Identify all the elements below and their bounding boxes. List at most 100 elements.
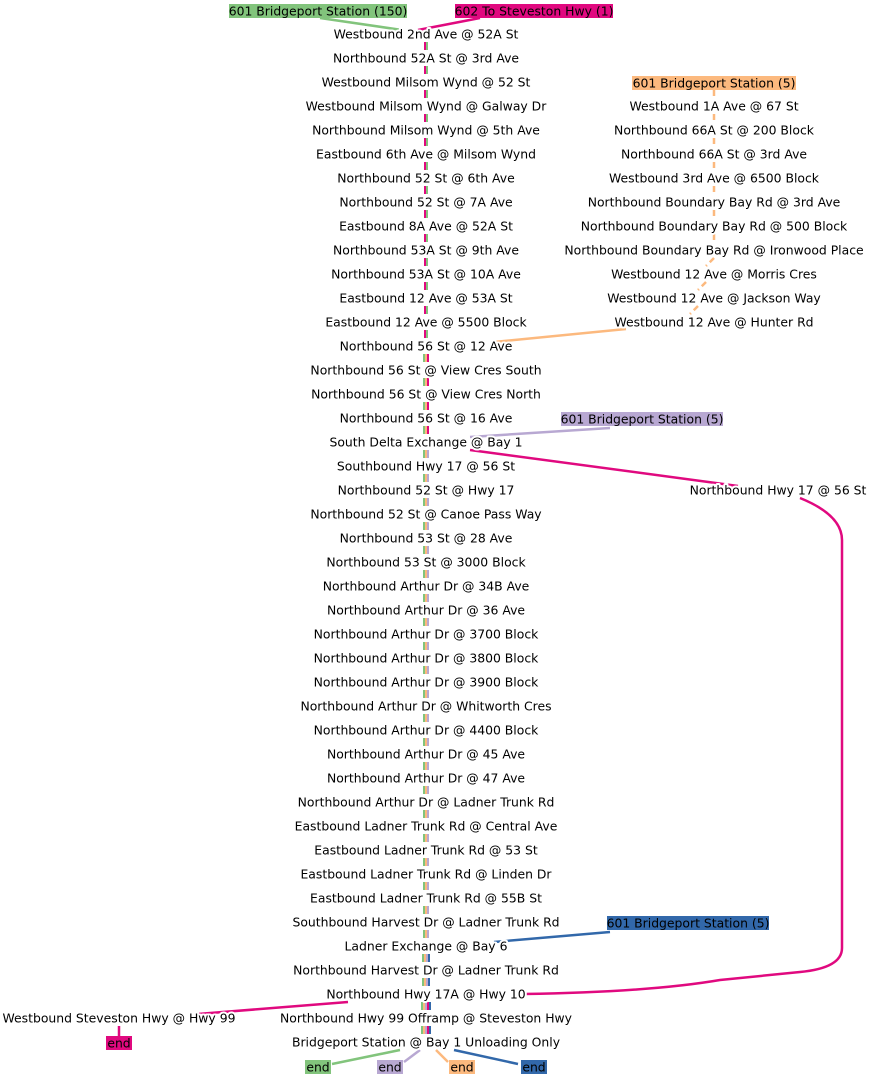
green-end-edge <box>331 1048 401 1066</box>
stop-main-23: Northbound Arthur Dr @ 34B Ave <box>323 579 530 594</box>
end-tag-green: end <box>305 1060 331 1075</box>
stop-main-14: Northbound 56 St @ View Cres South <box>310 363 541 378</box>
purple-entry-edge <box>469 426 611 439</box>
stop-branch-6: Northbound Boundary Bay Rd @ Ironwood Pl… <box>564 243 863 258</box>
stop-main-18: Southbound Hwy 17 @ 56 St <box>337 459 515 474</box>
magenta-steveston-edge <box>197 1000 349 1016</box>
stop-main-25: Northbound Arthur Dr @ 3700 Block <box>314 627 539 642</box>
magenta-hwy17-edge <box>469 448 739 488</box>
stop-main-29: Northbound Arthur Dr @ 4400 Block <box>314 723 539 738</box>
end-tag-magenta-bg <box>106 1036 132 1050</box>
stop-main-31: Northbound Arthur Dr @ 47 Ave <box>327 771 525 786</box>
stop-labels: Westbound 2nd Ave @ 52A St Northbound 52A… <box>1 4 869 1075</box>
end-tag-orange: end <box>449 1060 475 1075</box>
route-tag-green-bg <box>229 4 407 18</box>
stop-main-2: Westbound Milsom Wynd @ 52 St <box>322 75 531 90</box>
magenta-entry-edge <box>417 16 481 32</box>
orange-end-edge <box>435 1049 449 1063</box>
route-tag-purple-label: 601 Bridgeport Station (5) <box>561 412 724 427</box>
route-tag-orange-label: 601 Bridgeport Station (5) <box>633 76 796 91</box>
stop-main-7: Northbound 52 St @ 7A Ave <box>339 195 512 210</box>
route-tag-blue: 601 Bridgeport Station (5) <box>607 916 770 931</box>
stop-main-36: Eastbound Ladner Trunk Rd @ 55B St <box>310 891 542 906</box>
blue-entry-edge <box>493 930 611 944</box>
route-tag-magenta-label: 602 To Steveston Hwy (1) <box>455 4 614 19</box>
stop-main-24: Northbound Arthur Dr @ 36 Ave <box>327 603 525 618</box>
stop-branch-2: Northbound 66A St @ 3rd Ave <box>621 147 807 162</box>
stop-main-10: Northbound 53A St @ 10A Ave <box>331 267 521 282</box>
stop-main-3: Westbound Milsom Wynd @ Galway Dr <box>306 99 548 114</box>
stop-main-0: Westbound 2nd Ave @ 52A St <box>334 27 519 42</box>
route-tag-magenta-bg <box>455 4 613 18</box>
stop-main-26: Northbound Arthur Dr @ 3800 Block <box>314 651 539 666</box>
stop-main-30: Northbound Arthur Dr @ 45 Ave <box>327 747 525 762</box>
magenta-loop-edge <box>523 496 844 996</box>
stop-main-4: Northbound Milsom Wynd @ 5th Ave <box>312 123 540 138</box>
blue-end-edge <box>453 1048 519 1066</box>
end-tag-green-label: end <box>306 1060 329 1075</box>
stop-branch-8: Westbound 12 Ave @ Jackson Way <box>607 291 821 306</box>
branch-segment-7 <box>697 281 707 291</box>
stop-main-35: Eastbound Ladner Trunk Rd @ Linden Dr <box>300 867 552 882</box>
orange-merge-edge <box>493 327 627 344</box>
stop-main-21: Northbound 53 St @ 28 Ave <box>340 531 513 546</box>
stop-main-6: Northbound 52 St @ 6th Ave <box>337 171 515 186</box>
route-tag-blue-bg <box>607 916 769 930</box>
stop-branch-9: Westbound 12 Ave @ Hunter Rd <box>614 315 813 330</box>
purple-end-edge <box>403 1049 421 1063</box>
stop-main-40: Northbound Hwy 17A @ Hwy 10 <box>326 987 525 1002</box>
stop-main-41: Northbound Hwy 99 Offramp @ Steveston Hw… <box>280 1011 572 1026</box>
stop-main-20: Northbound 52 St @ Canoe Pass Way <box>310 507 541 522</box>
end-tag-purple-label: end <box>378 1060 401 1075</box>
stop-branch-0: Westbound 1A Ave @ 67 St <box>629 99 798 114</box>
stop-main-32: Northbound Arthur Dr @ Ladner Trunk Rd <box>298 795 555 810</box>
stop-hwy17: Northbound Hwy 17 @ 56 St <box>690 483 867 498</box>
stop-main-5: Eastbound 6th Ave @ Milsom Wynd <box>316 147 536 162</box>
stop-main-38: Ladner Exchange @ Bay 6 <box>345 939 508 954</box>
stop-branch-4: Northbound Boundary Bay Rd @ 3rd Ave <box>588 195 841 210</box>
green-entry-edge <box>319 16 403 32</box>
end-tag-green-bg <box>305 1060 331 1074</box>
route-tag-orange-bg <box>632 76 796 90</box>
stop-steveston: Westbound Steveston Hwy @ Hwy 99 <box>3 1011 236 1026</box>
branch-segment-6 <box>705 257 715 267</box>
end-tag-purple-bg <box>377 1060 403 1074</box>
end-tag-magenta-label: end <box>107 1036 130 1051</box>
route-tag-magenta: 602 To Steveston Hwy (1) <box>455 4 614 19</box>
stop-main-16: Northbound 56 St @ 16 Ave <box>340 411 513 426</box>
stop-main-17: South Delta Exchange @ Bay 1 <box>329 435 522 450</box>
stop-branch-7: Westbound 12 Ave @ Morris Cres <box>611 267 817 282</box>
stop-branch-1: Northbound 66A St @ 200 Block <box>614 123 815 138</box>
route-tag-green-label: 601 Bridgeport Station (150) <box>229 4 408 19</box>
stop-main-39: Northbound Harvest Dr @ Ladner Trunk Rd <box>293 963 559 978</box>
end-tag-orange-label: end <box>450 1060 473 1075</box>
stop-main-8: Eastbound 8A Ave @ 52A St <box>339 219 513 234</box>
stop-branch-5: Northbound Boundary Bay Rd @ 500 Block <box>581 219 848 234</box>
stop-main-11: Eastbound 12 Ave @ 53A St <box>339 291 512 306</box>
stop-main-28: Northbound Arthur Dr @ Whitworth Cres <box>300 699 551 714</box>
route-tag-blue-label: 601 Bridgeport Station (5) <box>607 916 770 931</box>
route-tag-purple-bg <box>561 412 723 426</box>
end-tag-blue-bg <box>521 1060 547 1074</box>
branch-segment-8 <box>689 305 699 315</box>
stop-main-42: Bridgeport Station @ Bay 1 Unloading Onl… <box>292 1035 560 1050</box>
route-tag-purple: 601 Bridgeport Station (5) <box>561 412 724 427</box>
stop-main-1: Northbound 52A St @ 3rd Ave <box>333 51 519 66</box>
stop-main-34: Eastbound Ladner Trunk Rd @ 53 St <box>314 843 538 858</box>
stop-branch-3: Westbound 3rd Ave @ 6500 Block <box>609 171 820 186</box>
end-tag-orange-bg <box>449 1060 475 1074</box>
stop-main-9: Northbound 53A St @ 9th Ave <box>333 243 519 258</box>
route-edges <box>117 16 844 1066</box>
stop-main-33: Eastbound Ladner Trunk Rd @ Central Ave <box>295 819 558 834</box>
stop-main-12: Eastbound 12 Ave @ 5500 Block <box>325 315 527 330</box>
stop-main-13: Northbound 56 St @ 12 Ave <box>340 339 513 354</box>
end-tag-blue-label: end <box>522 1060 545 1075</box>
stop-main-27: Northbound Arthur Dr @ 3900 Block <box>314 675 539 690</box>
stop-main-19: Northbound 52 St @ Hwy 17 <box>338 483 515 498</box>
route-tag-green: 601 Bridgeport Station (150) <box>229 4 408 19</box>
stop-main-15: Northbound 56 St @ View Cres North <box>311 387 541 402</box>
route-tag-orange: 601 Bridgeport Station (5) <box>632 76 796 91</box>
end-tag-blue: end <box>521 1060 547 1075</box>
end-tag-magenta: end <box>106 1036 132 1051</box>
